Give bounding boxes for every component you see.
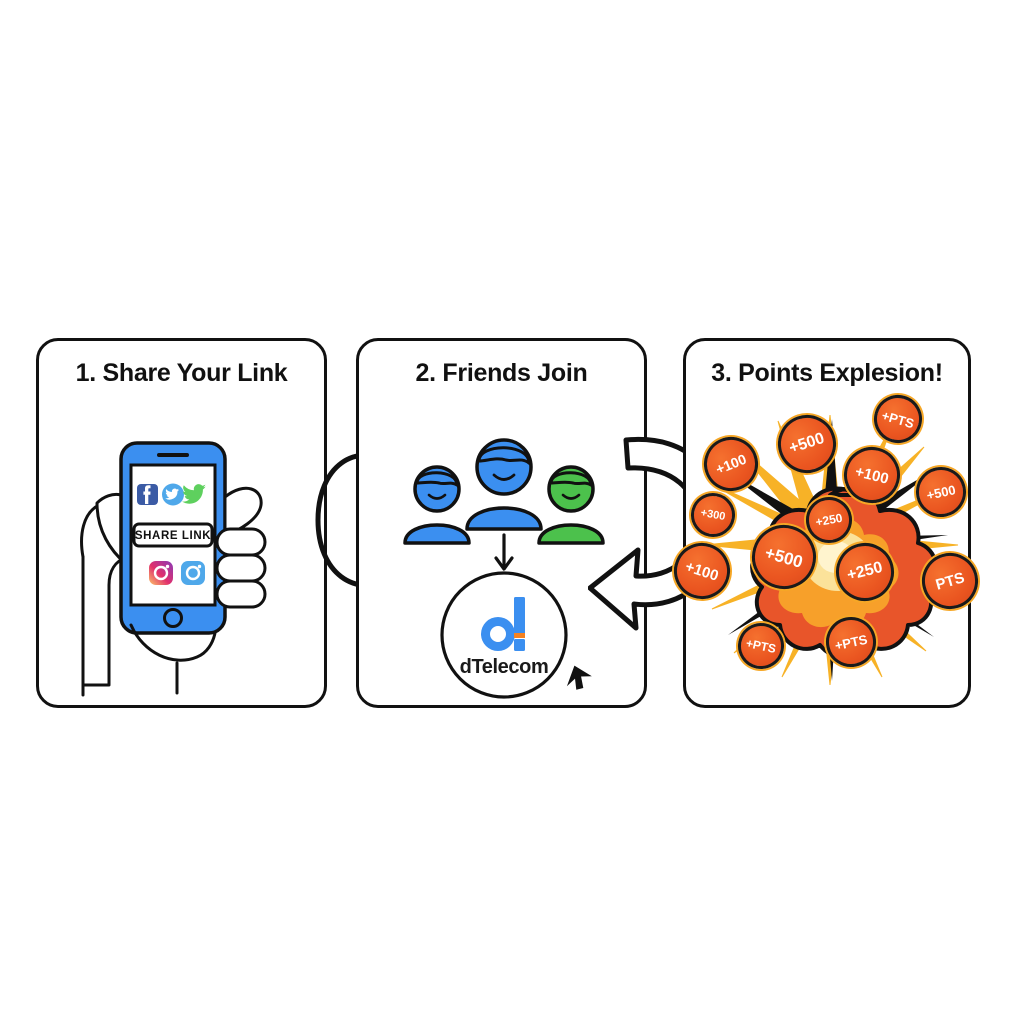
person-right-icon xyxy=(537,465,605,545)
instagram-icon[interactable] xyxy=(149,561,173,585)
panel-3-title: 3. Points Explesion! xyxy=(711,359,943,387)
panel-1-artwork: SHARE LINK xyxy=(39,385,324,711)
down-arrow-icon xyxy=(494,533,514,571)
dtelecom-circle xyxy=(440,571,568,699)
phone-in-hand-illustration: SHARE LINK xyxy=(80,441,267,697)
instagram-blue-icon[interactable] xyxy=(181,561,205,585)
share-link-label: SHARE LINK xyxy=(135,530,211,542)
panel-3-artwork: +500+PTS+100+100+500+300+250+500+250+100… xyxy=(666,385,985,711)
cursor-arrow-icon xyxy=(566,665,592,690)
panel-1-title: 1. Share Your Link xyxy=(75,359,288,387)
panel-2-title: 2. Friends Join xyxy=(415,359,588,387)
friends-joining-illustration: dTelecom xyxy=(403,438,605,699)
person-left-icon xyxy=(403,465,471,545)
panel-share-your-link: 1. Share Your Link xyxy=(36,338,327,708)
share-link-button[interactable]: SHARE LINK xyxy=(132,522,214,548)
panel-2-artwork: dTelecom xyxy=(359,385,644,711)
twitter-green-icon[interactable] xyxy=(181,484,206,504)
facebook-icon[interactable] xyxy=(137,484,158,505)
dtelecom-label: dTelecom xyxy=(460,656,549,678)
twitter-icon[interactable] xyxy=(162,483,184,506)
phone-home-button xyxy=(163,608,183,628)
hand-fingers xyxy=(215,486,267,609)
panel-points-explosion: 3. Points Explesion! xyxy=(666,338,985,711)
hand-lower-edge xyxy=(129,623,217,662)
phone-speaker xyxy=(157,453,189,457)
logo-orange-accent xyxy=(514,633,525,638)
person-center-icon xyxy=(465,438,543,531)
panel-friends-join: 2. Friends Join xyxy=(356,338,647,708)
dtelecom-logo-icon xyxy=(481,597,525,651)
